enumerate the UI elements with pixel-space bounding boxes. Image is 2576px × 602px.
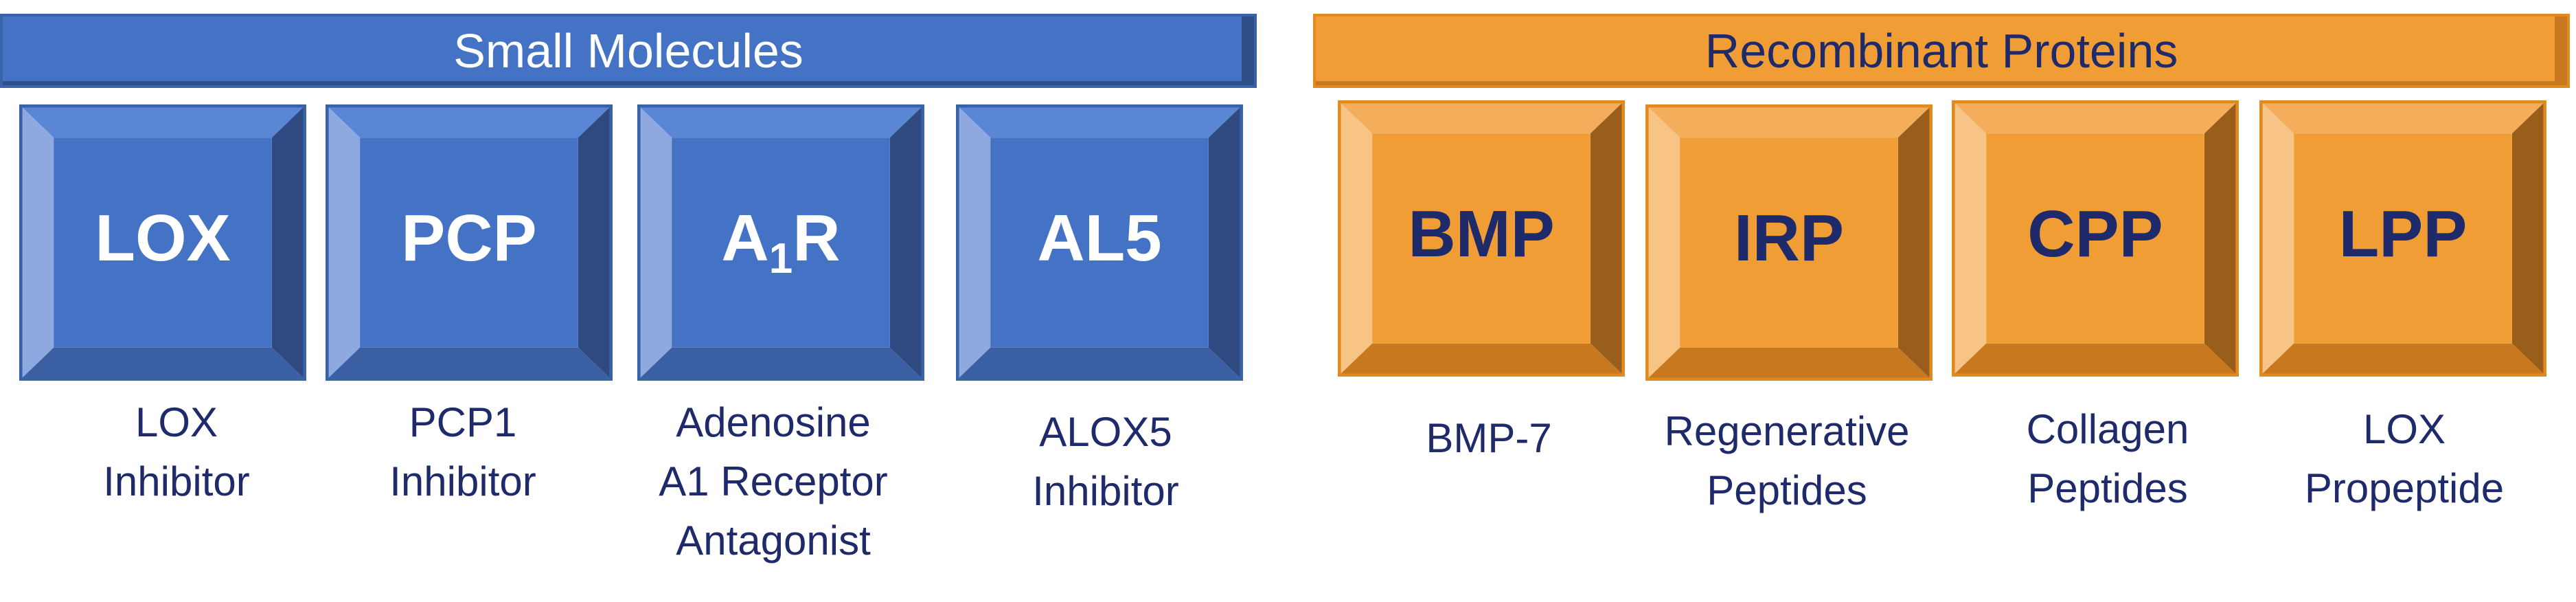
- recombinant-proteins-banner: Recombinant Proteins: [1313, 14, 2570, 88]
- tile-code-pcp: PCP: [401, 201, 537, 275]
- tile-cpp: CPP: [1952, 100, 2239, 377]
- bevel-face: [672, 137, 890, 348]
- bevel-frame-icon: [1645, 104, 1933, 381]
- bevel-right: [1590, 100, 1625, 377]
- caption-bmp: BMP-7: [1426, 415, 1552, 461]
- tile-a1r: A1R: [637, 104, 924, 381]
- bevel-top: [956, 104, 1243, 138]
- bevel-right: [2511, 100, 2546, 377]
- tile-lpp: LPP: [2259, 100, 2546, 377]
- bevel-outline: [1645, 104, 1933, 381]
- bevel-face: [1986, 133, 2204, 344]
- tile-irp: IRP: [1645, 104, 1933, 381]
- bevel-face: [1372, 133, 1591, 344]
- tile-code-irp: IRP: [1733, 201, 1845, 275]
- tile-code-lpp: LPP: [2338, 197, 2467, 271]
- bevel-top: [1645, 104, 1933, 138]
- bevel-left: [1952, 100, 1987, 377]
- tile-code-lox: LOX: [95, 201, 231, 275]
- bevel-outline: [2259, 100, 2546, 377]
- bevel-left: [956, 104, 991, 381]
- bevel-face: [1680, 137, 1898, 348]
- recombinant-proteins-title: Recombinant Proteins: [1705, 24, 2178, 78]
- tile-code-al5: AL5: [1037, 201, 1162, 275]
- bevel-left: [637, 104, 672, 381]
- bevel-right: [1897, 104, 1933, 381]
- bevel-frame-icon: [637, 104, 924, 381]
- bevel-frame-icon: [19, 104, 306, 381]
- bevel-outline: [326, 104, 613, 381]
- bevel-bottom: [956, 347, 1243, 381]
- bevel-top: [1338, 100, 1625, 134]
- bevel-outline: [1952, 100, 2239, 377]
- tile-lox: LOX: [19, 104, 306, 381]
- bevel-outline: [1338, 100, 1625, 377]
- bevel-bottom: [19, 347, 306, 381]
- bevel-right: [2204, 100, 2239, 377]
- caption-lpp: LOX Propeptide: [2304, 406, 2505, 511]
- bevel-outline: [637, 104, 924, 381]
- tile-code-a1r: A1R: [721, 201, 841, 282]
- bevel-face: [2294, 133, 2512, 344]
- bevel-bottom: [326, 347, 613, 381]
- caption-al5: ALOX5 Inhibitor: [1032, 409, 1179, 514]
- bevel-bottom: [2259, 343, 2546, 377]
- bevel-left: [19, 104, 54, 381]
- bevel-top: [2259, 100, 2546, 134]
- bevel-bottom: [1645, 347, 1933, 381]
- bevel-frame-icon: [1338, 100, 1625, 377]
- bevel-right: [1208, 104, 1243, 381]
- bevel-left: [1338, 100, 1373, 377]
- bevel-bottom: [1952, 343, 2239, 377]
- bevel-top: [326, 104, 613, 138]
- caption-lox: LOX Inhibitor: [103, 399, 250, 504]
- bevel-right: [271, 104, 306, 381]
- bevel-left: [326, 104, 361, 381]
- bevel-bottom: [1338, 343, 1625, 377]
- bevel-outline: [19, 104, 306, 381]
- bevel-bottom: [637, 347, 924, 381]
- bevel-left: [1645, 104, 1680, 381]
- caption-cpp: Collagen Peptides: [2026, 406, 2189, 511]
- tile-pcp: PCP: [326, 104, 613, 381]
- tile-code-cpp: CPP: [2027, 197, 2163, 271]
- bevel-frame-icon: [2259, 100, 2546, 377]
- bevel-face: [54, 137, 272, 348]
- caption-a1r: Adenosine A1 Receptor Antagonist: [659, 399, 888, 564]
- caption-pcp: PCP1 Inhibitor: [389, 399, 536, 504]
- bevel-right: [578, 104, 613, 381]
- small-molecules-banner: Small Molecules: [0, 14, 1257, 88]
- tile-al5: AL5: [956, 104, 1243, 381]
- bevel-face: [990, 137, 1209, 348]
- bevel-frame-icon: [956, 104, 1243, 381]
- bevel-top: [19, 104, 306, 138]
- bevel-top: [637, 104, 924, 138]
- bevel-right: [889, 104, 924, 381]
- bevel-left: [2259, 100, 2294, 377]
- bevel-top: [1952, 100, 2239, 134]
- small-molecules-title: Small Molecules: [453, 24, 803, 78]
- bevel-face: [360, 137, 578, 348]
- bevel-frame-icon: [1952, 100, 2239, 377]
- bevel-outline: [956, 104, 1243, 381]
- tile-bmp: BMP: [1338, 100, 1625, 377]
- tile-code-bmp: BMP: [1408, 197, 1555, 271]
- bevel-frame-icon: [326, 104, 613, 381]
- caption-irp: Regenerative Peptides: [1664, 408, 1910, 513]
